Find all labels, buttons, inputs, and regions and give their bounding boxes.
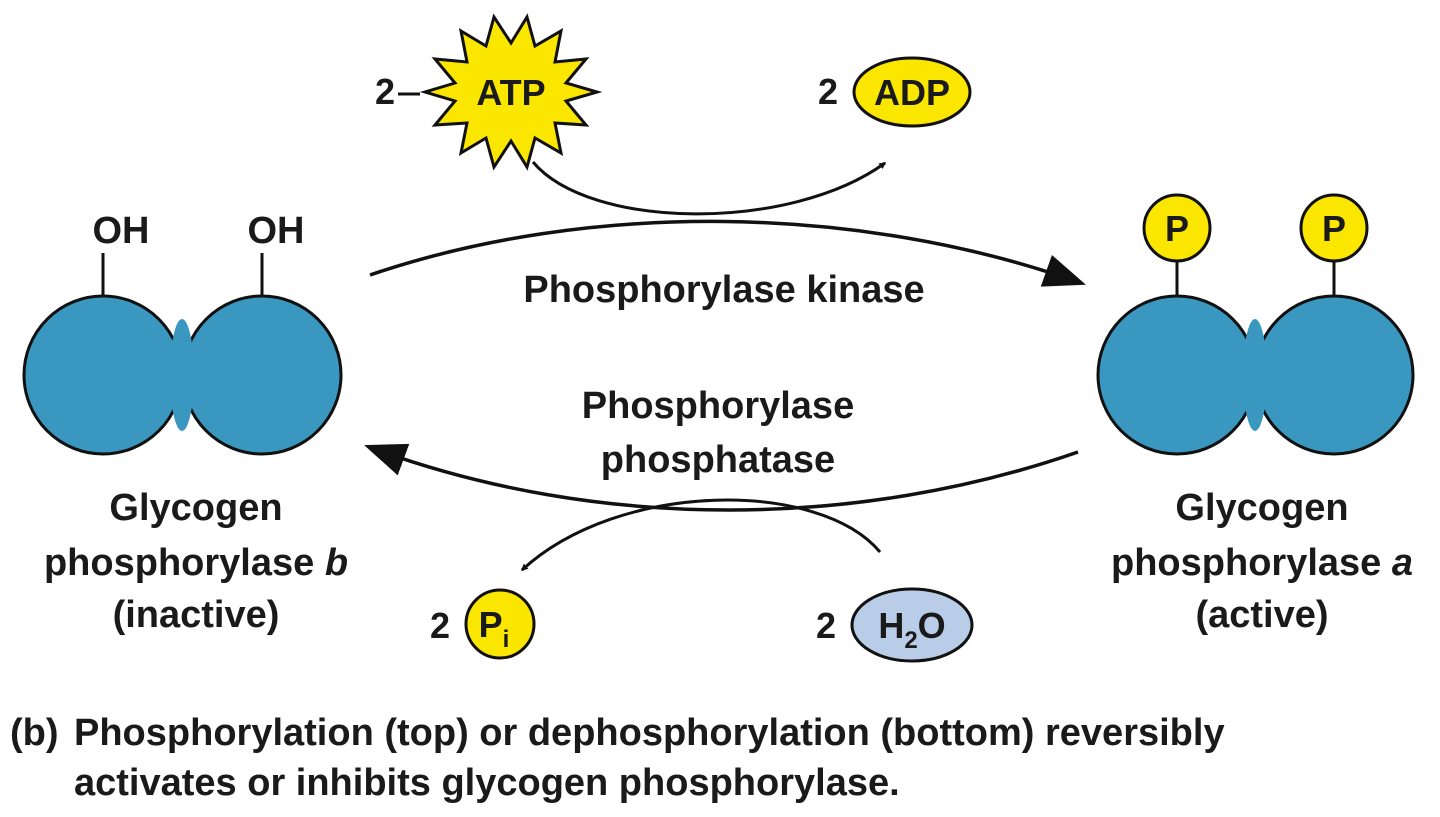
phosphatase-label-line1: Phosphorylase	[582, 385, 854, 427]
enzyme-b-dimer	[22, 253, 343, 456]
adp-label: ADP	[874, 72, 950, 113]
enzyme-a-dimer	[1096, 193, 1415, 456]
enzyme-b-subunit-right	[181, 294, 343, 456]
adp-oval	[852, 56, 972, 128]
pi-subscript: i	[503, 626, 510, 653]
water-label: H2O	[878, 605, 945, 654]
kinase-label: Phosphorylase kinase	[523, 269, 924, 311]
water-to-pi-arrow	[520, 498, 882, 572]
enzyme-b-name-prefix: phosphorylase	[44, 542, 325, 584]
enzyme-a-name-prefix: phosphorylase	[1111, 542, 1392, 584]
atp-to-adp-arrow	[531, 161, 887, 216]
pi-circle	[464, 588, 536, 660]
phosphate-circle-right	[1299, 193, 1369, 263]
enzyme-a-name-line1: Glycogen	[1175, 487, 1348, 529]
water-oval	[850, 587, 974, 663]
water-h: H	[878, 605, 904, 646]
phosphate-label-right: P	[1322, 208, 1346, 249]
enzyme-a-subunit-joint	[1243, 319, 1267, 431]
water-count: 2	[816, 605, 836, 646]
atp-label: ATP	[476, 72, 545, 113]
enzyme-b-form-letter: b	[325, 542, 348, 584]
enzyme-b-subunit-joint	[170, 319, 194, 431]
enzyme-b-name-line2: phosphorylase b	[44, 542, 348, 584]
oh-group-right: OH	[248, 210, 305, 252]
caption-line2: activates or inhibits glycogen phosphory…	[74, 762, 900, 804]
phosphate-label-left: P	[1165, 208, 1189, 249]
pi-count: 2	[430, 605, 450, 646]
enzyme-a-name-line2: phosphorylase a	[1111, 542, 1413, 584]
pi-letter: P	[479, 604, 503, 645]
water-o: O	[918, 605, 946, 646]
caption-line1: Phosphorylation (top) or dephosphorylati…	[74, 712, 1225, 754]
adp-count: 2	[818, 71, 838, 112]
enzyme-b-subunit-left	[22, 294, 184, 456]
enzyme-b-state: (inactive)	[113, 594, 280, 636]
enzyme-a-form-letter: a	[1392, 542, 1413, 584]
phosphorylation-arrow	[369, 219, 1086, 287]
dephosphorylation-arrow	[364, 443, 1079, 512]
atp-count: 2	[375, 71, 395, 112]
caption-tag: (b)	[10, 712, 59, 754]
atp-starburst-icon	[419, 13, 603, 171]
water-sub: 2	[904, 627, 917, 654]
enzyme-a-subunit-left	[1096, 294, 1258, 456]
phosphatase-label-line2: phosphatase	[601, 439, 835, 481]
enzyme-a-state: (active)	[1195, 594, 1328, 636]
oh-group-left: OH	[93, 210, 150, 252]
enzyme-a-subunit-right	[1253, 294, 1415, 456]
phosphate-circle-left	[1142, 193, 1212, 263]
enzyme-b-name-line1: Glycogen	[109, 487, 282, 529]
pi-label: Pi	[479, 604, 510, 653]
